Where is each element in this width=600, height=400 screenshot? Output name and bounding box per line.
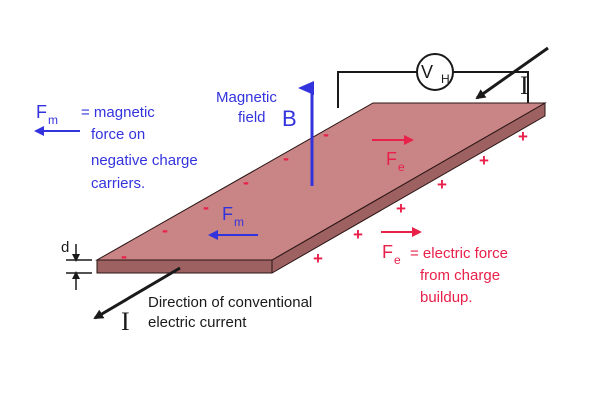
fm-legend-subscript: m xyxy=(48,113,58,127)
voltmeter-circle xyxy=(416,53,454,91)
negative-charge: - xyxy=(243,172,249,192)
fe-slab-subscript: e xyxy=(398,160,405,174)
fm-legend-line3: negative charge xyxy=(91,152,198,169)
thickness-symbol: d xyxy=(61,239,69,256)
magnetic-field-label-line1: Magnetic xyxy=(216,89,277,106)
voltmeter-label: V xyxy=(421,62,433,82)
fm-legend-line1: = magnetic xyxy=(81,104,155,121)
magnetic-field-label-line2: field xyxy=(238,109,266,126)
positive-charge: + xyxy=(479,151,489,170)
voltmeter-subscript: H xyxy=(441,72,450,86)
fm-slab-symbol: F xyxy=(222,204,233,224)
positive-charge: + xyxy=(313,249,323,268)
fm-legend-line4: carriers. xyxy=(91,175,145,192)
positive-charge: + xyxy=(396,199,406,218)
current-symbol-top: I xyxy=(520,71,529,100)
positive-charge: + xyxy=(518,127,528,146)
slab-top-face xyxy=(95,102,547,261)
current-caption-line2: electric current xyxy=(148,314,247,331)
negative-charge: - xyxy=(283,148,289,168)
fe-legend-line1: = electric force xyxy=(410,245,508,262)
negative-charge: - xyxy=(323,124,329,144)
magnetic-field-symbol: B xyxy=(282,106,297,131)
fe-slab-symbol: F xyxy=(386,149,397,169)
fe-legend-line3: buildup. xyxy=(420,289,473,306)
negative-charge: - xyxy=(121,246,127,266)
fe-legend-symbol: F xyxy=(382,242,393,262)
negative-charge: - xyxy=(162,220,168,240)
fe-legend-line2: from charge xyxy=(420,267,500,284)
positive-charge: + xyxy=(437,175,447,194)
fm-legend-symbol: F xyxy=(36,102,47,122)
positive-charge: + xyxy=(353,225,363,244)
fm-slab-subscript: m xyxy=(234,215,244,229)
negative-charge: - xyxy=(203,197,209,217)
fm-legend-line2: force on xyxy=(91,126,145,143)
fe-legend-subscript: e xyxy=(394,253,401,267)
current-arrow-in xyxy=(475,46,549,100)
current-caption-line1: Direction of conventional xyxy=(148,294,312,311)
current-arrow-out xyxy=(93,266,181,320)
voltmeter-wire xyxy=(337,71,529,108)
current-symbol-bottom: I xyxy=(121,307,130,336)
